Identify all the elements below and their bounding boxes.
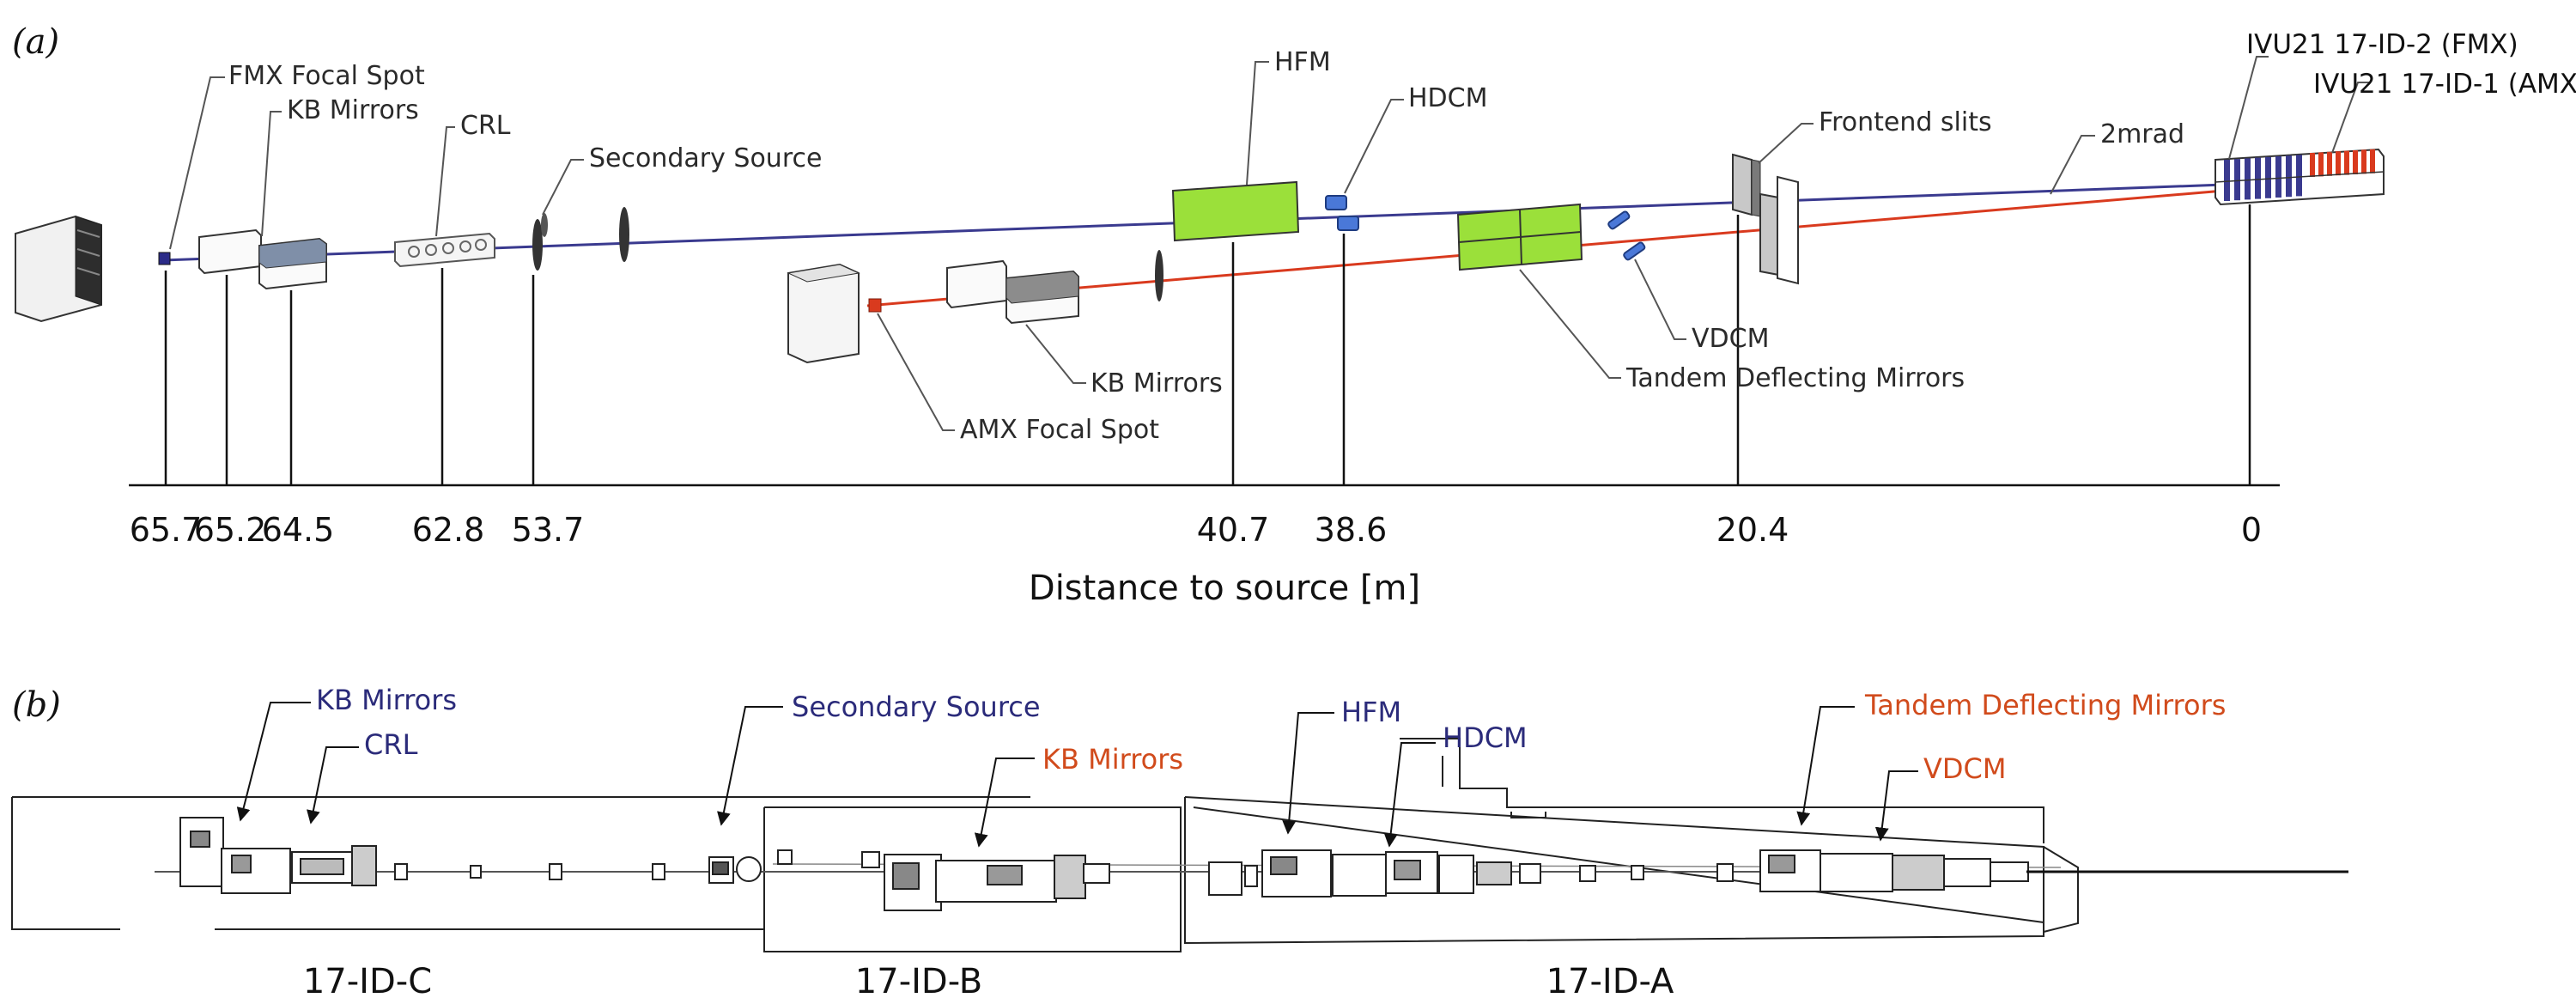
hdcm-crystals: [1325, 195, 1359, 231]
undulator-amx-magnet: [2370, 149, 2375, 173]
b-label-secondary-source: Secondary Source: [792, 691, 1041, 723]
tick-40-7: 40.7: [1197, 511, 1270, 549]
fmx-kb-mirrors: [198, 228, 327, 290]
tick-62-8: 62.8: [412, 511, 485, 549]
secondary-source-slits: [532, 213, 548, 271]
label-vdcm: VDCM: [1692, 324, 1769, 354]
amx-kb-mirrors: [946, 259, 1079, 325]
undulator-amx-magnet: [2327, 151, 2332, 176]
b-label-vdcm: VDCM: [1923, 752, 2006, 785]
b-label-fmx-kb-mirrors: KB Mirrors: [316, 684, 457, 716]
panel-b-arrows: [236, 702, 1918, 848]
tick-65-2: 65.2: [194, 511, 267, 549]
panel-a-leaders: [169, 56, 2370, 431]
tick-20-4: 20.4: [1716, 511, 1789, 549]
undulator-fmx-magnet: [2234, 159, 2240, 201]
hutch-outlines: [11, 738, 2079, 952]
tick-64-5: 64.5: [262, 511, 335, 549]
station-drop-lines: [164, 204, 2251, 485]
undulator-amx-magnet: [2361, 149, 2366, 174]
label-2mrad: 2mrad: [2100, 119, 2184, 149]
b-label-tandem-mirrors: Tandem Deflecting Mirrors: [1864, 689, 2226, 721]
panel-b-label: (b): [12, 685, 61, 725]
tick-0: 0: [2241, 511, 2262, 549]
fmx-detector-box: [15, 215, 102, 323]
fmx-lens-element: [619, 207, 629, 262]
b-label-crl: CRL: [364, 728, 418, 761]
undulator-fmx-magnet: [2275, 156, 2281, 198]
label-amx-focal-spot: AMX Focal Spot: [960, 415, 1159, 445]
undulator-fmx-magnet: [2245, 158, 2251, 200]
panel-a: (a): [12, 22, 2576, 608]
undulator-amx-magnet: [2336, 151, 2341, 176]
amx-detector-box: [787, 263, 860, 364]
undulator-fmx-magnet: [2224, 160, 2230, 201]
hutch-17-id-c: 17-ID-C: [303, 962, 432, 1001]
b-label-amx-kb-mirrors: KB Mirrors: [1042, 743, 1183, 776]
panel-a-label: (a): [12, 22, 59, 62]
undulator-sources: [2215, 148, 2385, 206]
tandem-deflecting-mirrors: [1456, 203, 1583, 271]
b-label-hdcm: HDCM: [1443, 721, 1528, 754]
undulator-amx-magnet: [2310, 153, 2315, 177]
undulator-fmx-magnet: [2255, 157, 2261, 199]
label-secondary-source: Secondary Source: [589, 143, 822, 173]
label-hdcm: HDCM: [1408, 83, 1488, 113]
frontend-slits: [1732, 153, 1799, 285]
label-source-fmx: IVU21 17-ID-2 (FMX): [2246, 29, 2518, 60]
label-amx-kb-mirrors: KB Mirrors: [1091, 368, 1223, 399]
label-frontend-slits: Frontend slits: [1819, 107, 1992, 137]
undulator-fmx-magnet: [2286, 155, 2292, 198]
undulator-amx-magnet: [2353, 150, 2358, 174]
tick-65-7: 65.7: [130, 511, 203, 549]
undulator-amx-magnet: [2318, 152, 2324, 177]
label-crl: CRL: [460, 111, 511, 141]
amx-focal-spot-marker: [868, 298, 882, 313]
b-label-hfm: HFM: [1341, 696, 1401, 728]
hutch-17-id-a: 17-ID-A: [1546, 962, 1674, 1001]
tick-53-7: 53.7: [512, 511, 585, 549]
panel-b: (b): [11, 684, 2348, 1001]
undulator-fmx-magnet: [2296, 155, 2302, 197]
label-fmx-focal-spot: FMX Focal Spot: [228, 61, 425, 91]
amx-lens-element: [1155, 250, 1163, 301]
vdcm-crystals: [1607, 210, 1646, 261]
undulator-fmx-magnet: [2265, 156, 2271, 198]
distance-axis-title: Distance to source [m]: [1029, 569, 1420, 608]
tick-38-6: 38.6: [1315, 511, 1388, 549]
label-hfm: HFM: [1274, 47, 1331, 77]
crl-device: [394, 232, 495, 268]
hutch-17-id-b: 17-ID-B: [855, 962, 982, 1001]
undulator-amx-magnet: [2344, 150, 2349, 175]
distance-ticks: 65.7 65.2 64.5 62.8 53.7 40.7 38.6 20.4 …: [130, 511, 2262, 549]
label-tandem-mirrors: Tandem Deflecting Mirrors: [1625, 363, 1965, 393]
hfm-mirror: [1171, 180, 1300, 242]
label-fmx-kb-mirrors: KB Mirrors: [287, 95, 419, 125]
fmx-focal-spot-marker: [158, 252, 171, 265]
panel-b-equipment: [179, 817, 2029, 911]
label-source-amx: IVU21 17-ID-1 (AMX): [2313, 69, 2576, 100]
